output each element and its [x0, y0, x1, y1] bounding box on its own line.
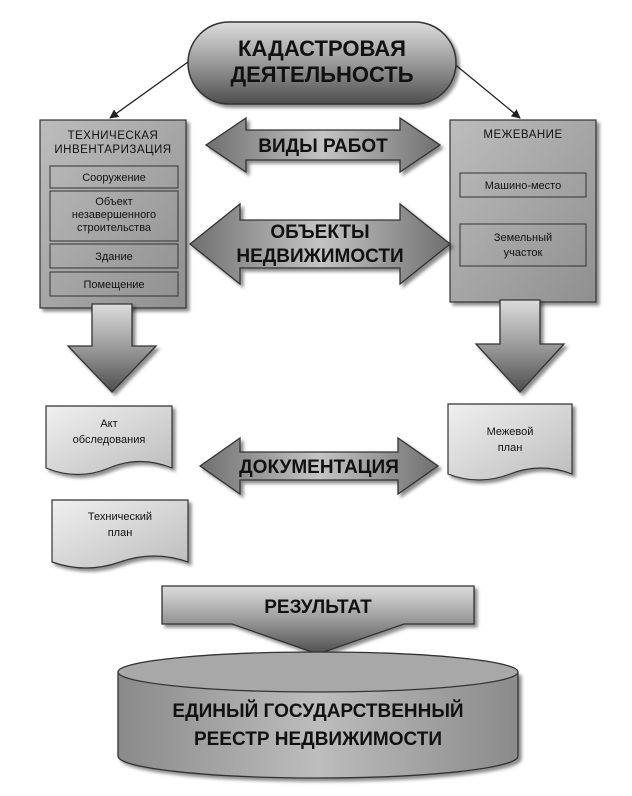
- documentation-label: ДОКУМЕНТАЦИЯ: [239, 457, 399, 478]
- registry-line-1: ЕДИНЫЙ ГОСУДАРСТВЕННЫЙ: [172, 700, 463, 722]
- item-unfinished-1: Объект: [95, 196, 132, 208]
- item-structure: Сооружение: [82, 172, 146, 184]
- down-arrow-left: [66, 303, 158, 393]
- objects-label-2: НЕДВИЖИМОСТИ: [236, 246, 403, 267]
- survey-plan-line-2: план: [498, 442, 523, 454]
- inventory-title-2: ИНВЕНТАРИЗАЦИЯ: [54, 144, 171, 156]
- item-land-plot-1: Земельный: [494, 232, 552, 244]
- technical-inventory-panel: ТЕХНИЧЕСКАЯ ИНВЕНТАРИЗАЦИЯ Сооружение Об…: [39, 119, 187, 309]
- item-unfinished-2: незавершенного: [72, 209, 156, 221]
- technical-plan-line-2: план: [108, 527, 133, 539]
- real-estate-objects-arrow: ОБЪЕКТЫ НЕДВИЖИМОСТИ: [188, 202, 452, 286]
- land-surveying-panel: МЕЖЕВАНИЕ Машино-место Земельный участок: [449, 119, 597, 303]
- technical-plan-line-1: Технический: [88, 511, 152, 523]
- inventory-title-1: ТЕХНИЧЕСКАЯ: [68, 130, 159, 142]
- pill-line-2: ДЕЯТЕЛЬНОСТЬ: [230, 62, 413, 87]
- work-types-label: ВИДЫ РАБОТ: [258, 136, 388, 157]
- item-land-plot-2: участок: [504, 247, 543, 259]
- work-types-arrow: ВИДЫ РАБОТ: [204, 116, 442, 174]
- item-parking-space: Машино-место: [485, 180, 561, 192]
- result-arrow: РЕЗУЛЬТАТ: [161, 585, 475, 655]
- result-label: РЕЗУЛЬТАТ: [264, 597, 372, 618]
- state-registry-cylinder: ЕДИНЫЙ ГОСУДАРСТВЕННЫЙ РЕЕСТР НЕДВИЖИМОС…: [117, 651, 519, 779]
- item-building: Здание: [95, 251, 133, 263]
- inspection-act-line-2: обследования: [73, 434, 146, 446]
- item-unfinished-3: строительства: [77, 222, 152, 234]
- survey-plan-document: Межевой план: [447, 403, 573, 481]
- surveying-title: МЕЖЕВАНИЕ: [483, 129, 562, 141]
- item-premises: Помещение: [83, 279, 144, 291]
- inspection-act-document: Акт обследования: [45, 405, 173, 476]
- connector-left: [109, 61, 189, 119]
- survey-plan-line-1: Межевой: [487, 426, 534, 438]
- registry-line-2: РЕЕСТР НЕДВИЖИМОСТИ: [194, 729, 442, 750]
- inspection-act-line-1: Акт: [100, 418, 117, 430]
- technical-plan-document: Технический план: [51, 499, 189, 569]
- documentation-arrow: ДОКУМЕНТАЦИЯ: [198, 436, 440, 496]
- cadastral-activity-pill: КАДАСТРОВАЯ ДЕЯТЕЛЬНОСТЬ: [187, 21, 457, 105]
- down-arrow-right: [474, 299, 566, 393]
- objects-label-1: ОБЪЕКТЫ: [270, 222, 369, 243]
- pill-line-1: КАДАСТРОВАЯ: [238, 36, 406, 61]
- connector-right: [451, 61, 521, 119]
